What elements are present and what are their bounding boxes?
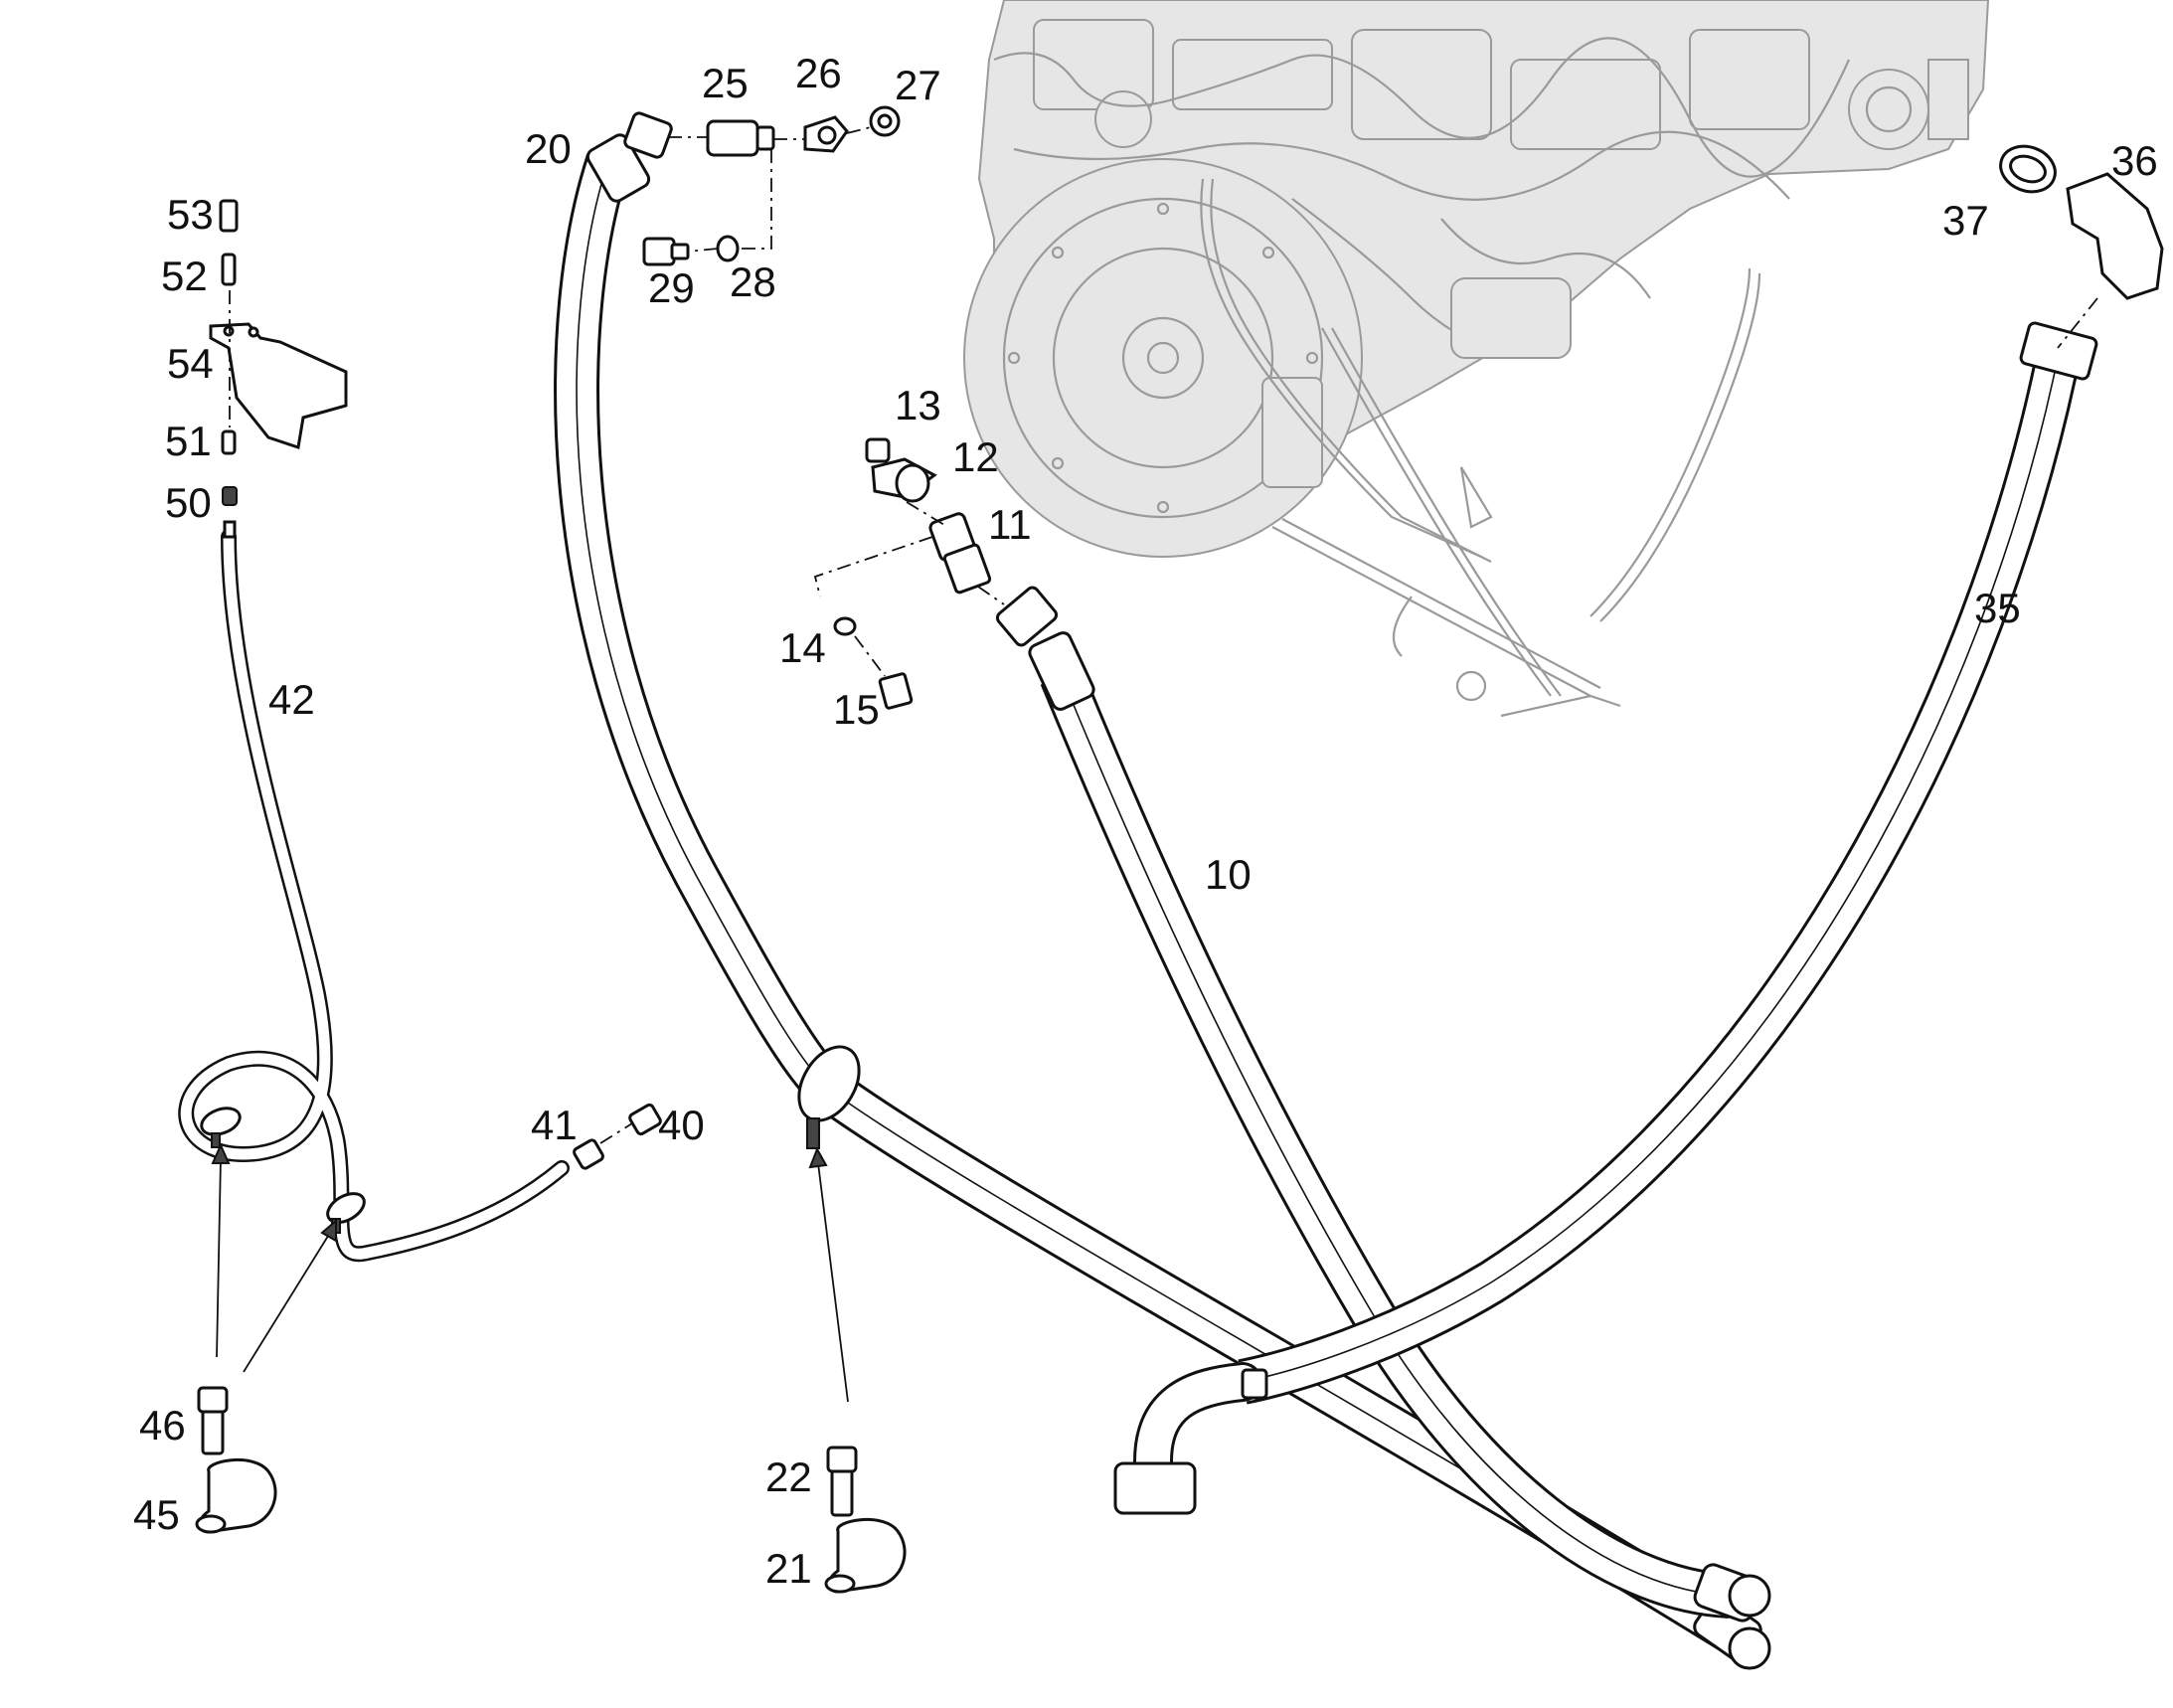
callout-35: 35 xyxy=(1974,585,2021,631)
callout-46: 46 xyxy=(139,1402,186,1449)
hose-35 xyxy=(1113,321,2098,1515)
clamp-21-bolt-22 xyxy=(824,1446,907,1594)
clamp-on-hose-20 xyxy=(797,1045,861,1149)
leader-arrows xyxy=(211,1142,849,1403)
fitting-group-25-29 xyxy=(642,105,901,266)
callout-11: 11 xyxy=(988,501,1032,548)
callout-54: 54 xyxy=(167,340,214,387)
callout-50: 50 xyxy=(165,479,212,526)
callout-40: 40 xyxy=(658,1102,705,1148)
callout-42: 42 xyxy=(268,676,315,723)
line-42 xyxy=(178,529,570,1263)
callout-27: 27 xyxy=(895,62,941,108)
callout-12: 12 xyxy=(952,433,999,480)
callout-45: 45 xyxy=(133,1491,180,1538)
callout-51: 51 xyxy=(165,418,212,464)
callout-20: 20 xyxy=(525,125,572,172)
callout-21: 21 xyxy=(765,1545,812,1592)
callout-10: 10 xyxy=(1205,851,1252,898)
callout-53: 53 xyxy=(167,191,214,238)
hose-10 xyxy=(995,586,1771,1623)
callout-13: 13 xyxy=(895,382,941,428)
fitting-group-40-41 xyxy=(573,1103,662,1170)
callout-22: 22 xyxy=(765,1453,812,1500)
fitting-group-11-15 xyxy=(813,437,1005,710)
callout-25: 25 xyxy=(702,60,749,106)
callout-36: 36 xyxy=(2111,137,2158,184)
callout-29: 29 xyxy=(648,264,695,311)
clamp-45-bolt-46 xyxy=(195,1386,277,1534)
engine-illustration xyxy=(963,0,1990,718)
fitting-group-36-37 xyxy=(1999,144,2164,349)
callout-labels: 10 11 12 13 14 15 20 21 22 25 26 27 28 2… xyxy=(133,50,2158,1592)
callout-37: 37 xyxy=(1942,197,1989,244)
callout-52: 52 xyxy=(161,253,208,299)
callout-41: 41 xyxy=(531,1102,578,1148)
bracket-assembly xyxy=(209,199,348,539)
callout-14: 14 xyxy=(779,624,826,671)
callout-28: 28 xyxy=(730,258,776,305)
callout-26: 26 xyxy=(795,50,842,96)
callout-15: 15 xyxy=(833,686,880,733)
